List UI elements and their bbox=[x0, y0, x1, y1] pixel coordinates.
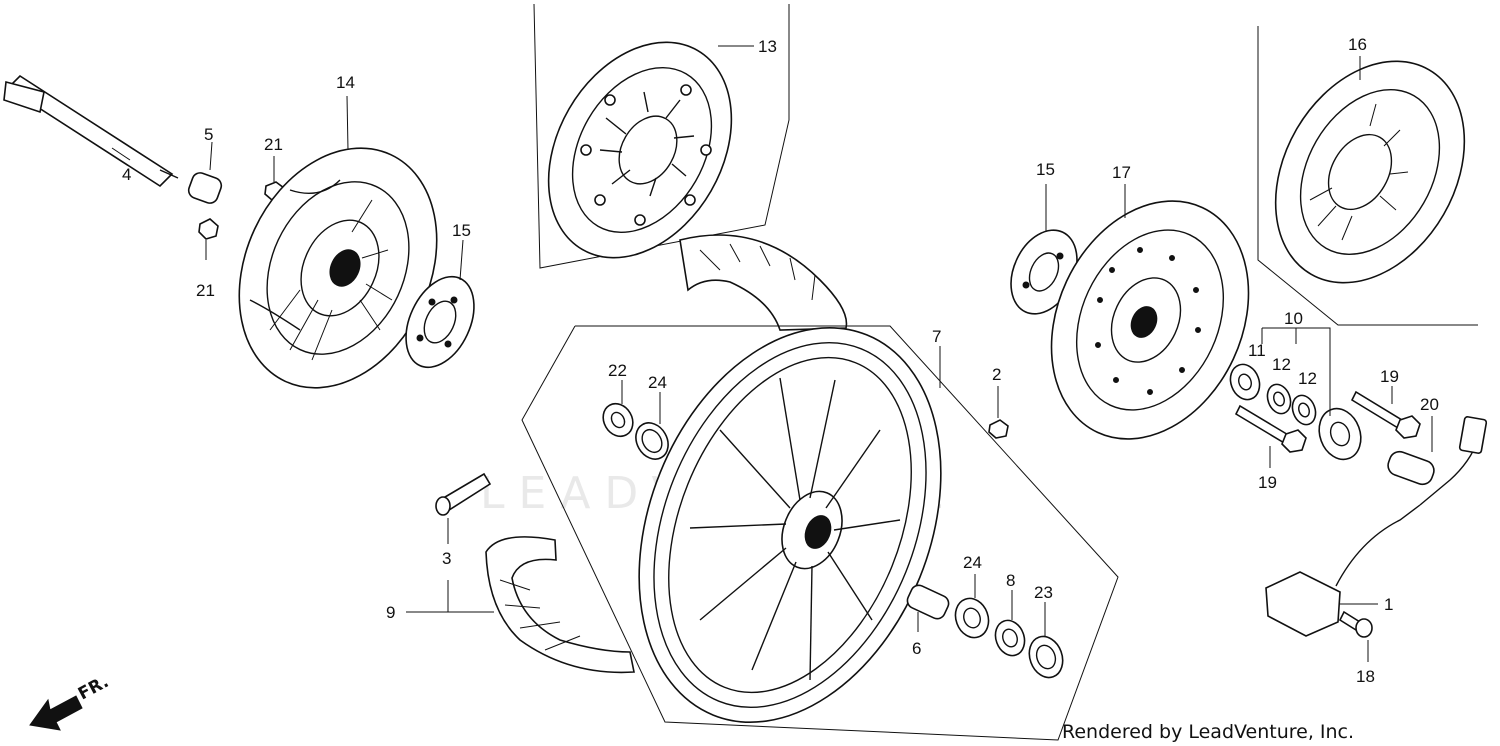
callout-21-lower: 21 bbox=[196, 281, 215, 300]
callout-4: 4 bbox=[122, 165, 131, 184]
wheel-part-7 bbox=[638, 327, 942, 723]
bolt-part-2 bbox=[988, 419, 1009, 439]
screw-part-18 bbox=[1338, 610, 1373, 638]
retainer-part-8 bbox=[994, 619, 1026, 657]
brake-disc-part-14 bbox=[238, 147, 438, 389]
callout-20: 20 bbox=[1420, 395, 1439, 414]
callout-19-lower: 19 bbox=[1258, 473, 1277, 492]
callout-14: 14 bbox=[336, 73, 355, 92]
callout-5: 5 bbox=[204, 125, 213, 144]
callout-22: 22 bbox=[608, 361, 627, 380]
direction-label: FR. bbox=[75, 672, 112, 704]
callout-10: 10 bbox=[1284, 309, 1303, 328]
callout-12-a: 12 bbox=[1272, 355, 1291, 374]
axle-part-4 bbox=[3, 74, 179, 188]
brake-disc-part-13 bbox=[547, 41, 733, 259]
callout-3: 3 bbox=[442, 549, 451, 568]
brake-disc-part-16 bbox=[1274, 60, 1466, 284]
callout-7: 7 bbox=[932, 327, 941, 346]
gear-part-11 bbox=[1229, 363, 1261, 401]
tire-upper-part-9 bbox=[679, 234, 848, 331]
callout-16: 16 bbox=[1348, 35, 1367, 54]
bearing-part-24-upper bbox=[635, 422, 669, 460]
callout-11: 11 bbox=[1248, 341, 1266, 360]
leader-lines bbox=[205, 45, 1433, 662]
frame-box-7 bbox=[521, 325, 1119, 741]
callout-19-upper: 19 bbox=[1380, 367, 1399, 386]
leader-4 bbox=[111, 147, 131, 161]
brake-disc-part-17 bbox=[1050, 200, 1250, 440]
callout-18: 18 bbox=[1356, 667, 1375, 686]
washer-part-12-a bbox=[1266, 383, 1292, 415]
spacer-part-6 bbox=[906, 584, 950, 620]
callout-24-lower: 24 bbox=[963, 553, 982, 572]
sensor-part-1 bbox=[1265, 416, 1488, 637]
washer-part-12-b bbox=[1291, 394, 1317, 426]
collar-part-5 bbox=[187, 172, 223, 204]
collar-part-20 bbox=[1387, 450, 1435, 486]
bearing-part-22 bbox=[602, 402, 634, 438]
callout-23: 23 bbox=[1034, 583, 1053, 602]
frame-box-13 bbox=[533, 3, 790, 269]
valve-part-3 bbox=[435, 472, 492, 516]
gearbox-housing-part-10 bbox=[1318, 407, 1362, 461]
callout-9: 9 bbox=[386, 603, 395, 622]
callout-6: 6 bbox=[912, 639, 921, 658]
frame-box-16 bbox=[1257, 26, 1478, 326]
nut-part-21-lower bbox=[198, 218, 219, 240]
bearing-part-24-lower bbox=[954, 597, 990, 639]
callout-15-right: 15 bbox=[1036, 160, 1055, 179]
callout-8: 8 bbox=[1006, 571, 1015, 590]
bolt-part-19-upper bbox=[1350, 390, 1421, 439]
seal-part-23 bbox=[1028, 635, 1064, 679]
bolt-part-19-lower bbox=[1234, 404, 1307, 453]
callout-15-left: 15 bbox=[452, 221, 471, 240]
callout-24-upper: 24 bbox=[648, 373, 667, 392]
callout-21-upper: 21 bbox=[264, 135, 283, 154]
callout-13: 13 bbox=[758, 37, 777, 56]
tire-lower-part-9 bbox=[485, 536, 635, 674]
callout-17: 17 bbox=[1112, 163, 1131, 182]
front-direction-arrow-icon bbox=[29, 695, 83, 731]
callout-12-b: 12 bbox=[1298, 369, 1317, 388]
callout-1: 1 bbox=[1384, 595, 1393, 614]
callout-2: 2 bbox=[992, 365, 1001, 384]
credit-text: Rendered by LeadVenture, Inc. bbox=[1062, 721, 1354, 743]
disc-spacer-part-15-left bbox=[405, 275, 475, 369]
